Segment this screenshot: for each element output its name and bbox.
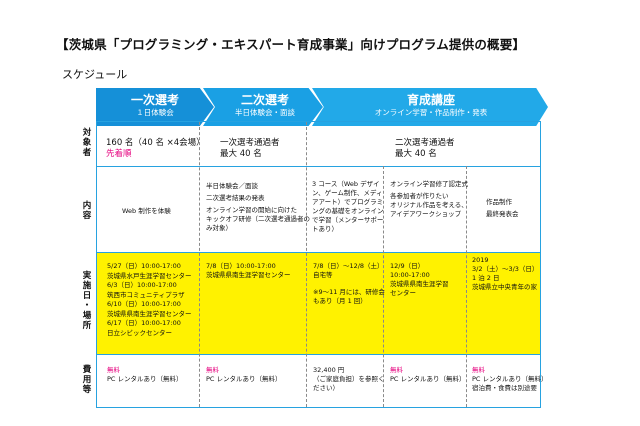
- cost-online-learning: 32,400 円（ご家庭負担）を参照ください）: [313, 366, 385, 392]
- column-divider: [199, 122, 200, 407]
- row-divider: [97, 252, 540, 253]
- row-divider: [97, 166, 540, 167]
- phase-title: 一次選考: [130, 93, 179, 107]
- phase-subtitle: 半日体験会・面談: [235, 108, 295, 117]
- column-divider: [306, 122, 307, 407]
- row-header-target: 対象者: [82, 128, 92, 158]
- phase-title: 育成講座: [406, 93, 455, 107]
- row-header-content: 内容: [82, 201, 92, 221]
- phase-subtitle: オンライン学習・作品制作・発表: [374, 108, 488, 117]
- content-final-presentation: 作品制作 最終発表会: [486, 198, 519, 218]
- schedule-table: [96, 121, 541, 408]
- schedule-online-learning: 7/8（日）～12/8（土）自宅等 ※9～11 月には、研修会もあり（月 1 回…: [313, 262, 385, 305]
- page-title: 【茨城県「プログラミング・エキスパート育成事業」向けプログラム提供の概要】: [56, 37, 526, 52]
- phase-title: 二次選考: [240, 93, 289, 107]
- schedule-certification: 12/9（日）10:00-17:00 茨城県県南生涯学習センター: [390, 262, 449, 297]
- phase-arrow-training: 育成講座 オンライン学習・作品制作・発表: [312, 88, 548, 126]
- content-second-selection: 半日体験会／面談 二次選考結果の発表 オンライン学習の開始に向けた キックオフ研…: [206, 182, 310, 232]
- content-online-learning: 3 コース（Web デザイン、ゲーム制作、メディアアート）でプログラミ ングの基…: [312, 180, 384, 233]
- row-header-schedule: 実施日 ・場所: [82, 271, 92, 331]
- column-divider: [383, 166, 384, 407]
- target-second-selection: 一次選考通過者 最大 40 名: [220, 138, 280, 159]
- content-first-selection: Web 制作を体験: [122, 207, 171, 215]
- target-first-selection: 160 名（40 名 ×4会場） 先着順: [106, 138, 205, 159]
- phase-arrow-second-selection: 二次選考 半日体験会・面談: [203, 88, 323, 126]
- row-header-cost: 費用等: [82, 365, 92, 395]
- phase-subtitle: １日体験会: [136, 108, 174, 117]
- schedule-heading: スケジュール: [62, 68, 128, 81]
- target-training: 二次選考通過者 最大 40 名: [395, 138, 455, 159]
- row-divider: [97, 354, 540, 355]
- column-divider: [466, 166, 467, 407]
- content-certification: オンライン学習修了認定式 各参加者が作りたい オリジナル作品を考える、 アイデア…: [390, 180, 468, 218]
- phase-arrow-first-selection: 一次選考 １日体験会: [96, 88, 214, 126]
